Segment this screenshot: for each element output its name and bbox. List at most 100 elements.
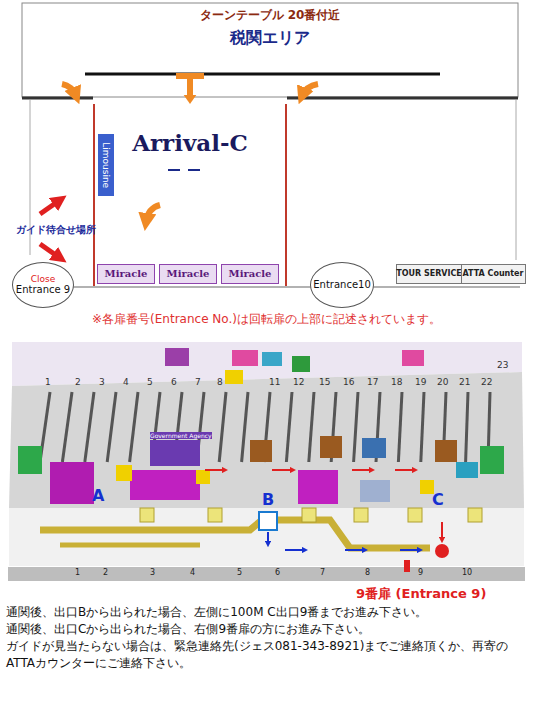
map-shape (320, 436, 342, 458)
map-blocks (18, 348, 504, 504)
carousel (466, 392, 468, 462)
carousel-number: 4 (123, 377, 129, 388)
map-shape (435, 440, 457, 462)
carousel-number: 11 (269, 377, 280, 388)
shop-name: Miracle (105, 268, 148, 280)
counter-name: ATTA Counter (463, 269, 524, 278)
map-shape (196, 470, 210, 484)
hall-name: Arrival-C (132, 130, 248, 156)
map-shape (116, 465, 132, 481)
baggage-carousels (40, 392, 490, 462)
door-number: 5 (237, 568, 242, 578)
agency-label: Government Agency (150, 432, 212, 439)
map-shape (352, 469, 372, 471)
entrance-door: Entrance10 (310, 262, 374, 308)
map-shape (9, 372, 524, 508)
map-shape (85, 73, 440, 76)
map-shape (62, 84, 76, 96)
shop-box: Miracle (221, 264, 279, 284)
carousel-number: 20 (437, 377, 448, 388)
carousel-number: 18 (391, 377, 402, 388)
counter-box: TOUR SERVICE (396, 264, 462, 284)
entrance-9-dot (435, 544, 449, 558)
door-number: 8 (365, 568, 370, 578)
map-shape (402, 350, 424, 366)
carousel-number: 21 (459, 377, 470, 388)
door-number: 10 (462, 568, 472, 578)
guide-meeting-point: ガイド待合せ場所 (16, 224, 96, 235)
map-shape (345, 549, 365, 551)
map-shape (285, 549, 305, 551)
map-shape (22, 3, 518, 97)
map-shape (302, 508, 316, 522)
carousel (85, 392, 94, 462)
map-shape (298, 470, 338, 504)
carousel (354, 392, 358, 462)
map-shape (22, 97, 93, 100)
map-shape (60, 543, 200, 548)
map-shape (18, 446, 42, 474)
exit-letter: B (262, 490, 274, 509)
map-shape (456, 462, 478, 478)
map-floor (8, 342, 525, 581)
shop-box: Miracle (97, 264, 155, 284)
plan-walls (20, 3, 520, 287)
arrow-line (176, 73, 204, 96)
entrance-callout: 9番扉 (Entrance 9) (356, 586, 486, 602)
shop-name: Miracle (167, 268, 210, 280)
map-shape (292, 356, 310, 372)
map-shape (232, 350, 258, 366)
entrance-door: CloseEntrance 9 (12, 262, 74, 308)
map-shape (20, 286, 520, 288)
carousel-number: 3 (99, 377, 105, 388)
map-shape (205, 469, 225, 471)
door-note: ※各扉番号(Entrance No.)は回転扉の上部に記述されています。 (0, 312, 533, 326)
carousel-number: 22 (481, 377, 492, 388)
map-shape (250, 440, 272, 462)
map-shape (50, 462, 94, 504)
carousel (309, 392, 314, 462)
door-number: 3 (150, 568, 155, 578)
limousine-counter: Limousine (98, 134, 114, 196)
carousel (130, 392, 138, 462)
dash (188, 169, 200, 171)
carousel-number: 17 (367, 377, 378, 388)
flow-arrow (176, 73, 204, 104)
instruction-line: 通関後、出口Cから出られた場合、右側9番扉の方にお進み下さい。 (6, 621, 528, 638)
carousel (62, 392, 72, 462)
map-shape (362, 438, 386, 458)
map-shape (267, 532, 269, 544)
door-number: 4 (190, 568, 195, 578)
carousel-number: 7 (195, 377, 201, 388)
door-number: 1 (75, 568, 80, 578)
carousel-number: 23 (497, 360, 508, 371)
counter-name: Limousine (101, 142, 111, 188)
arrow-head (184, 95, 197, 104)
map-shape (400, 549, 420, 551)
area-heading: ターンテーブル 20番付近 (200, 9, 341, 23)
instruction-line: ガイドが見当たらない場合は、緊急連絡先(ジェス081-343-8921)までご連… (6, 638, 528, 672)
pillars (140, 508, 482, 522)
map-shape (441, 522, 443, 540)
map-shape (130, 470, 200, 500)
map-shape (395, 469, 415, 471)
carousel (107, 392, 116, 462)
door-number: 6 (275, 568, 280, 578)
carousel-number: 1 (45, 377, 51, 388)
carousel-number: 6 (171, 377, 177, 388)
exit-letter: A (92, 486, 104, 505)
dash (168, 169, 180, 171)
map-shape (468, 508, 482, 522)
door-number: 9 (418, 568, 423, 578)
exit-b-icon (259, 512, 277, 530)
route-blue (268, 532, 420, 550)
map-shape (40, 244, 60, 258)
carousel-number: 15 (319, 377, 330, 388)
door-number: 7 (320, 568, 325, 578)
carousel (398, 392, 402, 462)
shop-box: Miracle (159, 264, 217, 284)
map-shape (272, 469, 293, 471)
map-shape (40, 200, 60, 214)
map-shape (40, 520, 430, 548)
map-shape (150, 440, 200, 466)
